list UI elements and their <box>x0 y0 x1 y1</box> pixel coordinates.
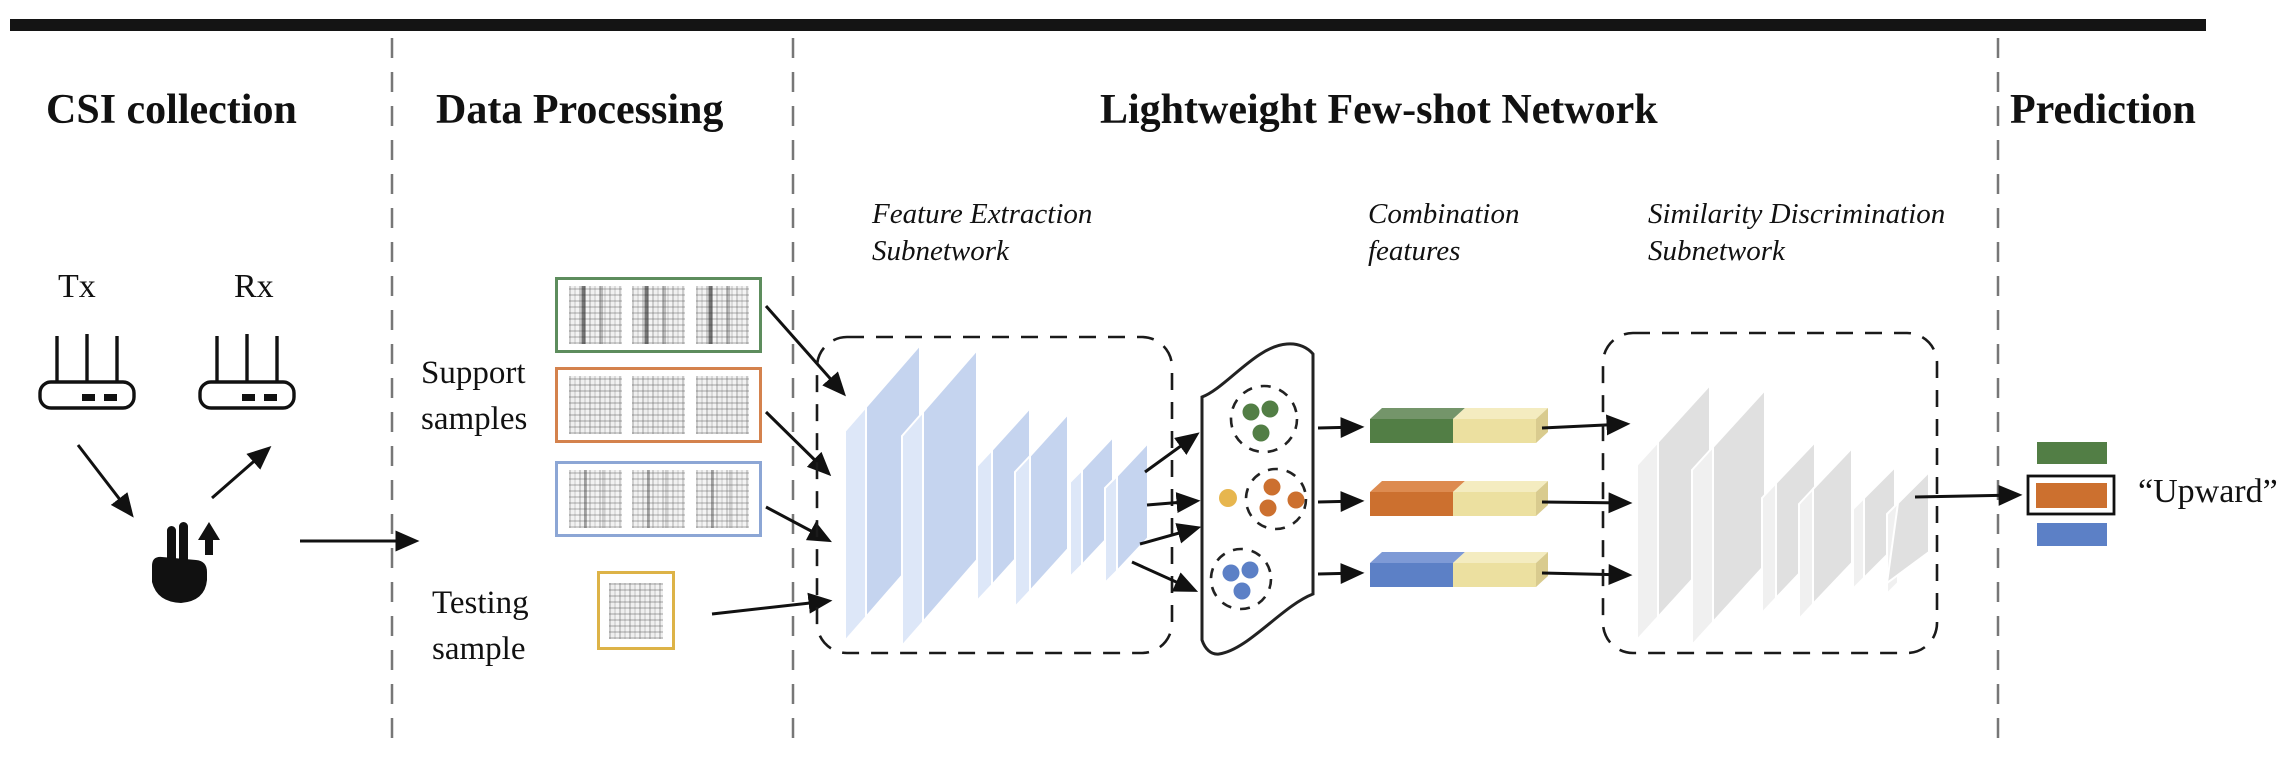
orange-combination-bar <box>1370 481 1548 516</box>
tx-label: Tx <box>58 268 96 305</box>
rx-router-icon <box>198 334 296 410</box>
prediction-bar-orange <box>2036 483 2107 508</box>
data-processing-heading: Data Processing <box>436 87 724 133</box>
testing-sample-arrow <box>711 592 833 616</box>
support-orange-arrow <box>764 410 832 477</box>
support-set-green-box <box>555 277 762 353</box>
orange-cluster-circle <box>1244 467 1308 531</box>
green-cluster-circle <box>1229 384 1299 454</box>
tx-router-icon <box>38 334 136 410</box>
cnn-plate <box>1798 445 1853 622</box>
csi-spectrogram-thumb <box>568 376 622 434</box>
similarity-discrimination-box <box>1601 331 1939 655</box>
csi-signal-arrows <box>76 444 420 552</box>
similarity-discrimination-label: Similarity Discrimination Subnetwork <box>1648 198 1946 267</box>
tx-to-hand-arrow <box>76 444 134 518</box>
similarity-input-arrows <box>1541 414 1633 586</box>
hand-gesture-icon <box>152 522 220 603</box>
class-clusters <box>1209 384 1308 611</box>
cnn-plate <box>1691 387 1766 648</box>
combination-arrows <box>1317 416 1365 584</box>
combination-features-label: Combination features <box>1368 198 1520 267</box>
support-samples-label: Support samples <box>421 355 528 437</box>
network-heading: Lightweight Few-shot Network <box>1100 87 1658 133</box>
csi-spectrogram-thumb <box>568 470 622 528</box>
testing-feature-dot <box>1219 489 1237 507</box>
csi-collection-heading: CSI collection <box>46 87 297 133</box>
green-combination-bar <box>1370 408 1548 443</box>
orange-feature-dots <box>1259 478 1305 517</box>
prediction-bar-green <box>2037 442 2107 464</box>
csi-spectrogram-thumb <box>695 286 749 344</box>
blue-cluster-circle <box>1209 547 1273 611</box>
cnn-plate <box>1885 469 1930 597</box>
prediction-class-bars <box>2026 442 2116 546</box>
cnn-plate <box>1104 440 1149 586</box>
feature-extraction-box <box>815 335 1174 655</box>
feature-extraction-cnn-plates <box>844 342 1149 649</box>
csi-spectrogram-thumb <box>568 286 622 344</box>
csi-spectrogram-thumb <box>632 376 685 434</box>
combination-feature-bars <box>1370 408 1548 587</box>
prediction-heading: Prediction <box>2010 87 2196 133</box>
swipe-up-arrow-icon <box>198 522 220 555</box>
support-green-arrow <box>764 305 846 397</box>
csi-spectrogram-thumb <box>632 286 685 344</box>
blue-feature-dots <box>1222 561 1259 600</box>
cnn-plate <box>1014 411 1069 610</box>
testing-sample-label: Testing sample <box>432 585 529 667</box>
embedding-arrows <box>1131 432 1202 592</box>
cnn-plate <box>901 347 978 649</box>
feature-extraction-label: Feature Extraction Subnetwork <box>872 198 1093 267</box>
csi-spectrogram-thumb <box>632 470 685 528</box>
support-set-orange-box <box>555 367 762 443</box>
blue-combination-bar <box>1370 552 1548 587</box>
support-blue-arrow <box>765 505 832 543</box>
csi-spectrogram-thumb <box>695 376 749 434</box>
rx-label: Rx <box>234 268 274 305</box>
prediction-result-label: “Upward” <box>2138 473 2278 510</box>
prediction-output-arrow <box>1914 484 2023 506</box>
csi-spectrogram-thumb <box>609 582 663 639</box>
top-rule <box>10 19 2206 31</box>
green-feature-dots <box>1242 400 1279 442</box>
prediction-bar-blue <box>2037 523 2107 546</box>
csi-spectrogram-thumb <box>695 470 749 528</box>
hand-to-rx-arrow <box>211 446 272 500</box>
testing-sample-box <box>597 571 675 650</box>
similarity-cnn-plates <box>1636 382 1930 648</box>
support-set-blue-box <box>555 461 762 537</box>
section-dividers <box>390 38 2000 750</box>
